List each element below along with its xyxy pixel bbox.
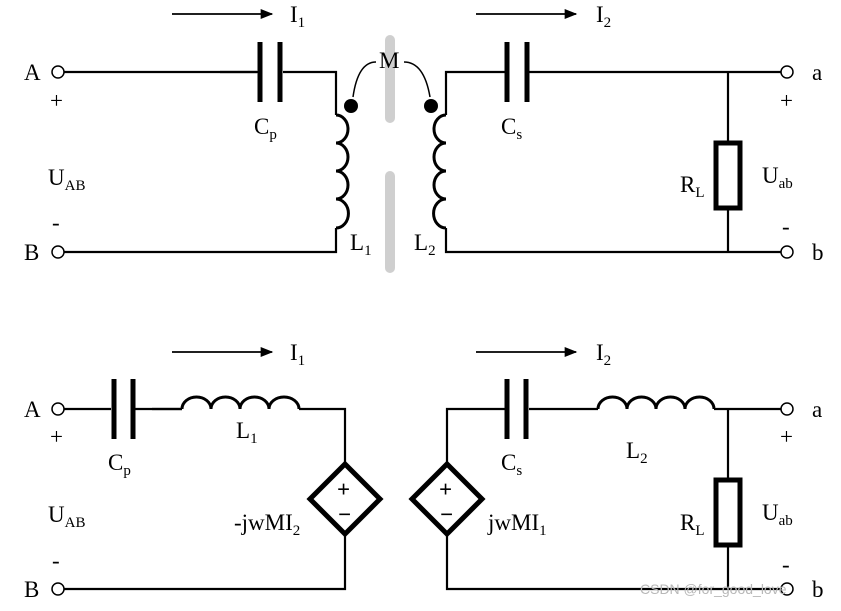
top-minus-left: - [52, 210, 60, 235]
bottom-cap-p-label: Cp [108, 450, 131, 479]
secondary-loop-wire [445, 407, 781, 591]
dot-l1 [344, 99, 358, 113]
top-current-2-label: I2 [596, 2, 611, 31]
source-right-label: jwMI1 [487, 510, 547, 539]
primary-loop-wire [64, 407, 347, 591]
bottom-minus-right: - [782, 552, 790, 577]
top-circuit: I1 I2 A B a b + - + - M Cp Cs L1 L2 UAB … [24, 2, 824, 273]
top-ind-2-label: L2 [414, 230, 436, 259]
top-plus-right: + [780, 88, 793, 113]
bottom-minus-left: - [52, 548, 60, 573]
bottom-cap-s-label: Cs [501, 450, 522, 479]
resistor-rl [713, 140, 743, 211]
terminal-a-node-bottom [780, 402, 794, 416]
top-load-label: RL [680, 172, 705, 201]
bottom-load-label: RL [680, 510, 705, 539]
inductor-l1-coil [335, 113, 350, 230]
inductor-l2-coil [432, 113, 447, 230]
top-terminal-b: b [812, 240, 824, 265]
top-terminal-A: A [24, 60, 41, 85]
resistor-rl-bottom [713, 477, 743, 548]
terminal-B-node-bottom [51, 582, 65, 596]
dependent-source-right [408, 460, 486, 538]
top-current-1-label: I1 [290, 2, 305, 31]
dot-l2 [424, 99, 438, 113]
bottom-voltage-out-label: Uab [762, 500, 793, 529]
top-cap-p-label: Cp [254, 114, 277, 143]
bottom-current-1-label: I1 [290, 340, 305, 369]
top-terminal-B: B [24, 240, 39, 265]
terminal-A-node [51, 65, 65, 79]
source-right-plus: + [439, 477, 452, 502]
bottom-terminal-A: A [24, 397, 41, 422]
bottom-terminal-a: a [812, 397, 822, 422]
bottom-circuit: + − + − I1 I2 A B a b + - + - Cp Cs L1 L… [24, 340, 824, 602]
primary-top-wire [64, 70, 338, 115]
bottom-plus-right: + [780, 424, 793, 449]
inductor-l2-coil-bottom [596, 395, 716, 410]
secondary-bottom-wire [444, 228, 781, 254]
terminal-B-node [51, 245, 65, 259]
top-voltage-in-label: UAB [48, 165, 85, 194]
source-right-minus: − [440, 502, 453, 527]
source-left-plus: + [337, 477, 350, 502]
bottom-terminal-b: b [812, 577, 824, 602]
source-left-minus: − [338, 502, 351, 527]
terminal-a-node [780, 65, 794, 79]
watermark: CSDN @for_good_love [640, 581, 787, 597]
top-ind-1-label: L1 [350, 230, 372, 259]
bottom-current-2-label: I2 [596, 340, 611, 369]
top-cap-s-label: Cs [501, 114, 522, 143]
dependent-source-left [306, 460, 384, 538]
top-plus-left: + [50, 88, 63, 113]
bottom-ind-2-label: L2 [626, 438, 648, 467]
bottom-voltage-in-label: UAB [48, 502, 85, 531]
mutual-arc [352, 61, 431, 98]
top-minus-right: - [782, 214, 790, 239]
top-terminal-a: a [812, 60, 822, 85]
terminal-A-node-bottom [51, 402, 65, 416]
bottom-terminal-B: B [24, 577, 39, 602]
secondary-top-wire [444, 70, 781, 115]
top-mutual-label: M [379, 48, 399, 73]
bottom-plus-left: + [50, 424, 63, 449]
bottom-ind-1-label: L1 [236, 418, 258, 447]
source-left-label: -jwMI2 [234, 510, 300, 539]
inductor-l1-coil-bottom [180, 395, 301, 410]
primary-bottom-wire [64, 228, 338, 254]
terminal-b-node [780, 245, 794, 259]
top-voltage-out-label: Uab [762, 163, 793, 192]
